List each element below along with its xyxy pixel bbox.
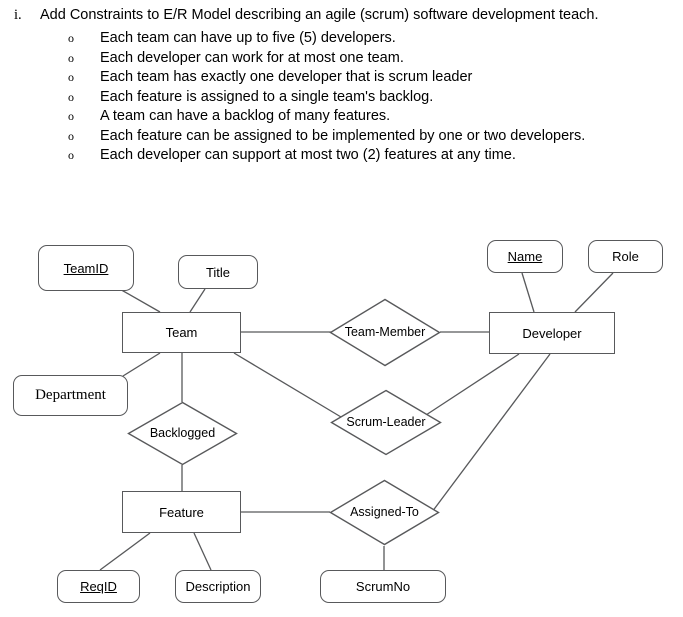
edge-team-scrum-leader <box>233 352 342 418</box>
relationship-label: Backlogged <box>149 426 216 441</box>
edge-team-teamid <box>117 287 161 313</box>
attribute-label: ReqID <box>80 579 117 594</box>
edge-feature-description <box>193 532 212 571</box>
attribute-label: Department <box>35 387 106 403</box>
list-item: o Each developer can work for at most on… <box>68 49 668 69</box>
diamond-shape <box>127 401 238 466</box>
bullet-icon: o <box>68 148 74 162</box>
constraint-text: Each team has exactly one developer that… <box>100 69 473 85</box>
attribute-scrumno[interactable]: ScrumNo <box>320 570 446 603</box>
attribute-label: Description <box>185 579 251 594</box>
attribute-label: ScrumNo <box>355 579 411 594</box>
bullet-icon: o <box>68 31 74 45</box>
relationship-label: Assigned-To <box>350 505 419 520</box>
list-item: o Each feature can be assigned to be imp… <box>68 127 668 147</box>
entity-feature[interactable]: Feature <box>122 491 241 533</box>
entity-label: Developer <box>522 325 582 341</box>
attribute-description[interactable]: Description <box>175 570 261 603</box>
attribute-label: Role <box>612 249 639 264</box>
constraint-text: Each developer can work for at most one … <box>100 49 404 66</box>
constraint-text: Each team can have up to five (5) develo… <box>100 30 396 46</box>
diamond-shape <box>329 479 440 546</box>
constraint-text: Each feature is assigned to a single tea… <box>100 88 434 105</box>
constraint-text: Each developer can support at most two (… <box>100 147 516 163</box>
attribute-reqid[interactable]: ReqID <box>57 570 140 603</box>
edge-team-department <box>122 352 161 377</box>
edge-developer-name <box>521 272 535 313</box>
relationship-backlogged[interactable]: Backlogged <box>127 401 238 466</box>
list-item: o A team can have a backlog of many feat… <box>68 107 668 127</box>
list-item: o Each team has exactly one developer th… <box>68 68 668 88</box>
relationship-scrum-leader[interactable]: Scrum-Leader <box>330 389 442 456</box>
bullet-icon: o <box>68 109 74 123</box>
attribute-title[interactable]: Title <box>178 255 258 289</box>
attribute-department[interactable]: Department <box>13 375 128 416</box>
constraint-list: o Each team can have up to five (5) deve… <box>68 29 668 166</box>
entity-team[interactable]: Team <box>122 312 241 353</box>
relationship-assigned-to[interactable]: Assigned-To <box>329 479 440 546</box>
attribute-label: TeamID <box>63 260 109 276</box>
edge-developer-role <box>574 272 614 313</box>
question-block: i. Add Constraints to E/R Model describi… <box>0 0 683 180</box>
attribute-label: Title <box>205 264 231 280</box>
relationship-label: Scrum-Leader <box>346 415 426 430</box>
edge-team-title <box>189 288 206 313</box>
constraint-text: Each feature can be assigned to be imple… <box>100 127 586 144</box>
attribute-name[interactable]: Name <box>487 240 563 273</box>
edge-feature-reqid <box>99 532 151 571</box>
list-item: o Each feature is assigned to a single t… <box>68 88 668 108</box>
list-item: o Each developer can support at most two… <box>68 146 668 166</box>
entity-label: Team <box>165 325 198 340</box>
relationship-team-member[interactable]: Team-Member <box>329 298 441 367</box>
bullet-icon: o <box>68 50 74 65</box>
relationship-label: Team-Member <box>344 325 426 340</box>
bullet-icon: o <box>68 70 74 84</box>
diamond-shape <box>330 389 442 456</box>
entity-developer[interactable]: Developer <box>489 312 615 354</box>
attribute-role[interactable]: Role <box>588 240 663 273</box>
question-prompt: Add Constraints to E/R Model describing … <box>40 7 599 23</box>
question-marker: i. <box>14 7 22 23</box>
question-heading-row: i. Add Constraints to E/R Model describi… <box>14 6 674 25</box>
list-item: o Each team can have up to five (5) deve… <box>68 29 668 49</box>
diamond-shape <box>329 298 441 367</box>
bullet-icon: o <box>68 128 74 143</box>
attribute-teamid[interactable]: TeamID <box>38 245 134 291</box>
edge-developer-assigned-to <box>428 353 551 517</box>
bullet-icon: o <box>68 89 74 104</box>
constraint-text: A team can have a backlog of many featur… <box>100 108 391 124</box>
attribute-label: Name <box>507 249 543 264</box>
edge-developer-scrum-leader <box>425 353 520 416</box>
entity-label: Feature <box>159 504 204 520</box>
